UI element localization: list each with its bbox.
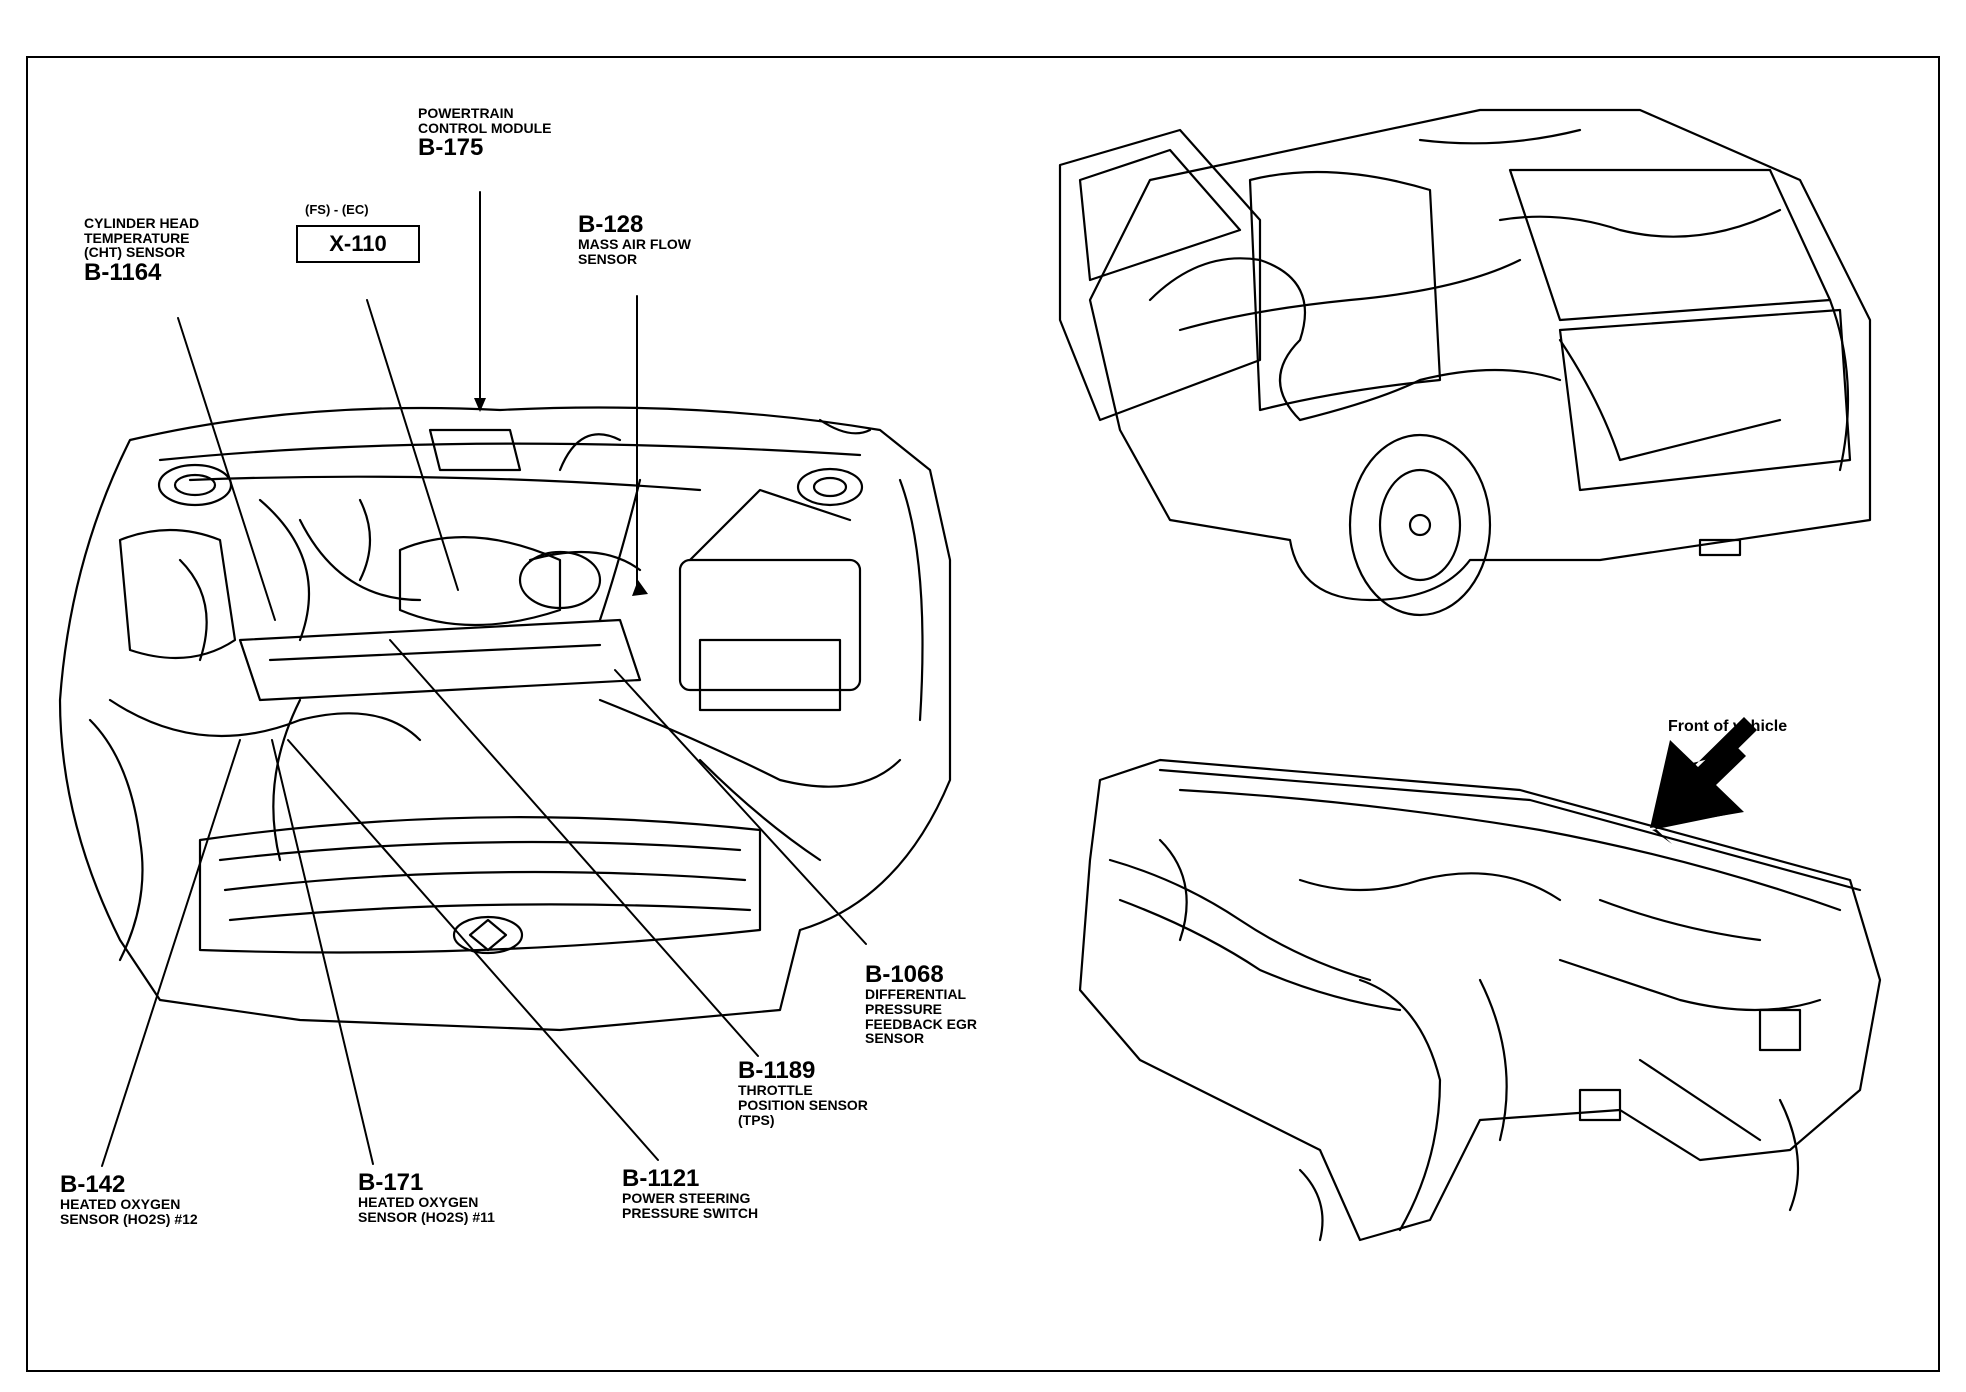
- callout-tps: B-1189 THROTTLE POSITION SENSOR (TPS): [738, 1058, 868, 1127]
- pcm-desc-line-2: CONTROL MODULE: [418, 119, 552, 136]
- cht-desc-line-3: (CHT) SENSOR: [84, 244, 186, 261]
- ho2s-11-desc-line-2: SENSOR (HO2S) #11: [358, 1208, 495, 1225]
- ho2s-12-desc-line-1: HEATED OXYGEN: [60, 1196, 181, 1213]
- ho2s-12-desc-line-2: SENSOR (HO2S) #12: [60, 1210, 198, 1227]
- x110-code-box: X-110: [296, 225, 420, 263]
- maf-desc-line-1: MASS AIR FLOW: [578, 236, 692, 253]
- callout-psps: B-1121 POWER STEERING PRESSURE SWITCH: [622, 1166, 758, 1221]
- maf-code: B-128: [578, 211, 644, 238]
- vehicle-rear-drawing: [1058, 108, 1872, 617]
- dpfe-code: B-1068: [865, 961, 944, 988]
- tps-code: B-1189: [738, 1057, 816, 1084]
- dpfe-desc-line-4: SENSOR: [865, 1030, 925, 1047]
- pcm-code: B-175: [418, 134, 484, 162]
- x110-prefix: (FS) - (EC): [305, 202, 369, 217]
- callout-ho2s-12: B-142 HEATED OXYGEN SENSOR (HO2S) #12: [60, 1172, 198, 1227]
- ho2s-12-code: B-142: [60, 1171, 126, 1198]
- pcm-desc-line-1: POWERTRAIN: [418, 105, 514, 121]
- ho2s-11-code: B-171: [358, 1169, 424, 1196]
- callout-ho2s-11: B-171 HEATED OXYGEN SENSOR (HO2S) #11: [358, 1170, 495, 1225]
- dpfe-desc-line-2: PRESSURE: [865, 1000, 943, 1017]
- front-direction-arrow: [1650, 717, 1757, 844]
- callout-dpfe: B-1068 DIFFERENTIAL PRESSURE FEEDBACK EG…: [865, 962, 977, 1046]
- dpfe-desc-line-1: DIFFERENTIAL: [865, 986, 967, 1003]
- psps-desc-line-2: PRESSURE SWITCH: [622, 1204, 759, 1221]
- tps-desc-line-1: THROTTLE: [738, 1082, 813, 1099]
- dashboard-drawing: [1078, 758, 1882, 1242]
- cht-code: B-1164: [84, 259, 162, 287]
- callout-cht: CYLINDER HEAD TEMPERATURE (CHT) SENSOR B…: [84, 216, 199, 285]
- cht-desc-line-1: CYLINDER HEAD: [84, 215, 200, 231]
- psps-desc-line-1: POWER STEERING: [622, 1190, 751, 1207]
- dpfe-desc-line-3: FEEDBACK EGR: [865, 1015, 978, 1032]
- psps-code: B-1121: [622, 1165, 700, 1192]
- callout-pcm: POWERTRAIN CONTROL MODULE B-175: [418, 106, 552, 161]
- leader-arrowheads: [474, 398, 648, 596]
- engine-bay-drawing: [58, 406, 952, 1032]
- tps-desc-line-2: POSITION SENSOR: [738, 1096, 868, 1113]
- callout-maf: B-128 MASS AIR FLOW SENSOR: [578, 212, 691, 267]
- leader-lines: [101, 191, 867, 1167]
- ho2s-11-desc-line-1: HEATED OXYGEN: [358, 1194, 479, 1211]
- tps-desc-line-3: (TPS): [738, 1111, 775, 1128]
- maf-desc-line-2: SENSOR: [578, 250, 638, 267]
- front-of-vehicle-label: Front of vehicle: [1668, 718, 1788, 735]
- cht-desc-line-2: TEMPERATURE: [84, 229, 190, 246]
- diagram-border: [26, 56, 1940, 1372]
